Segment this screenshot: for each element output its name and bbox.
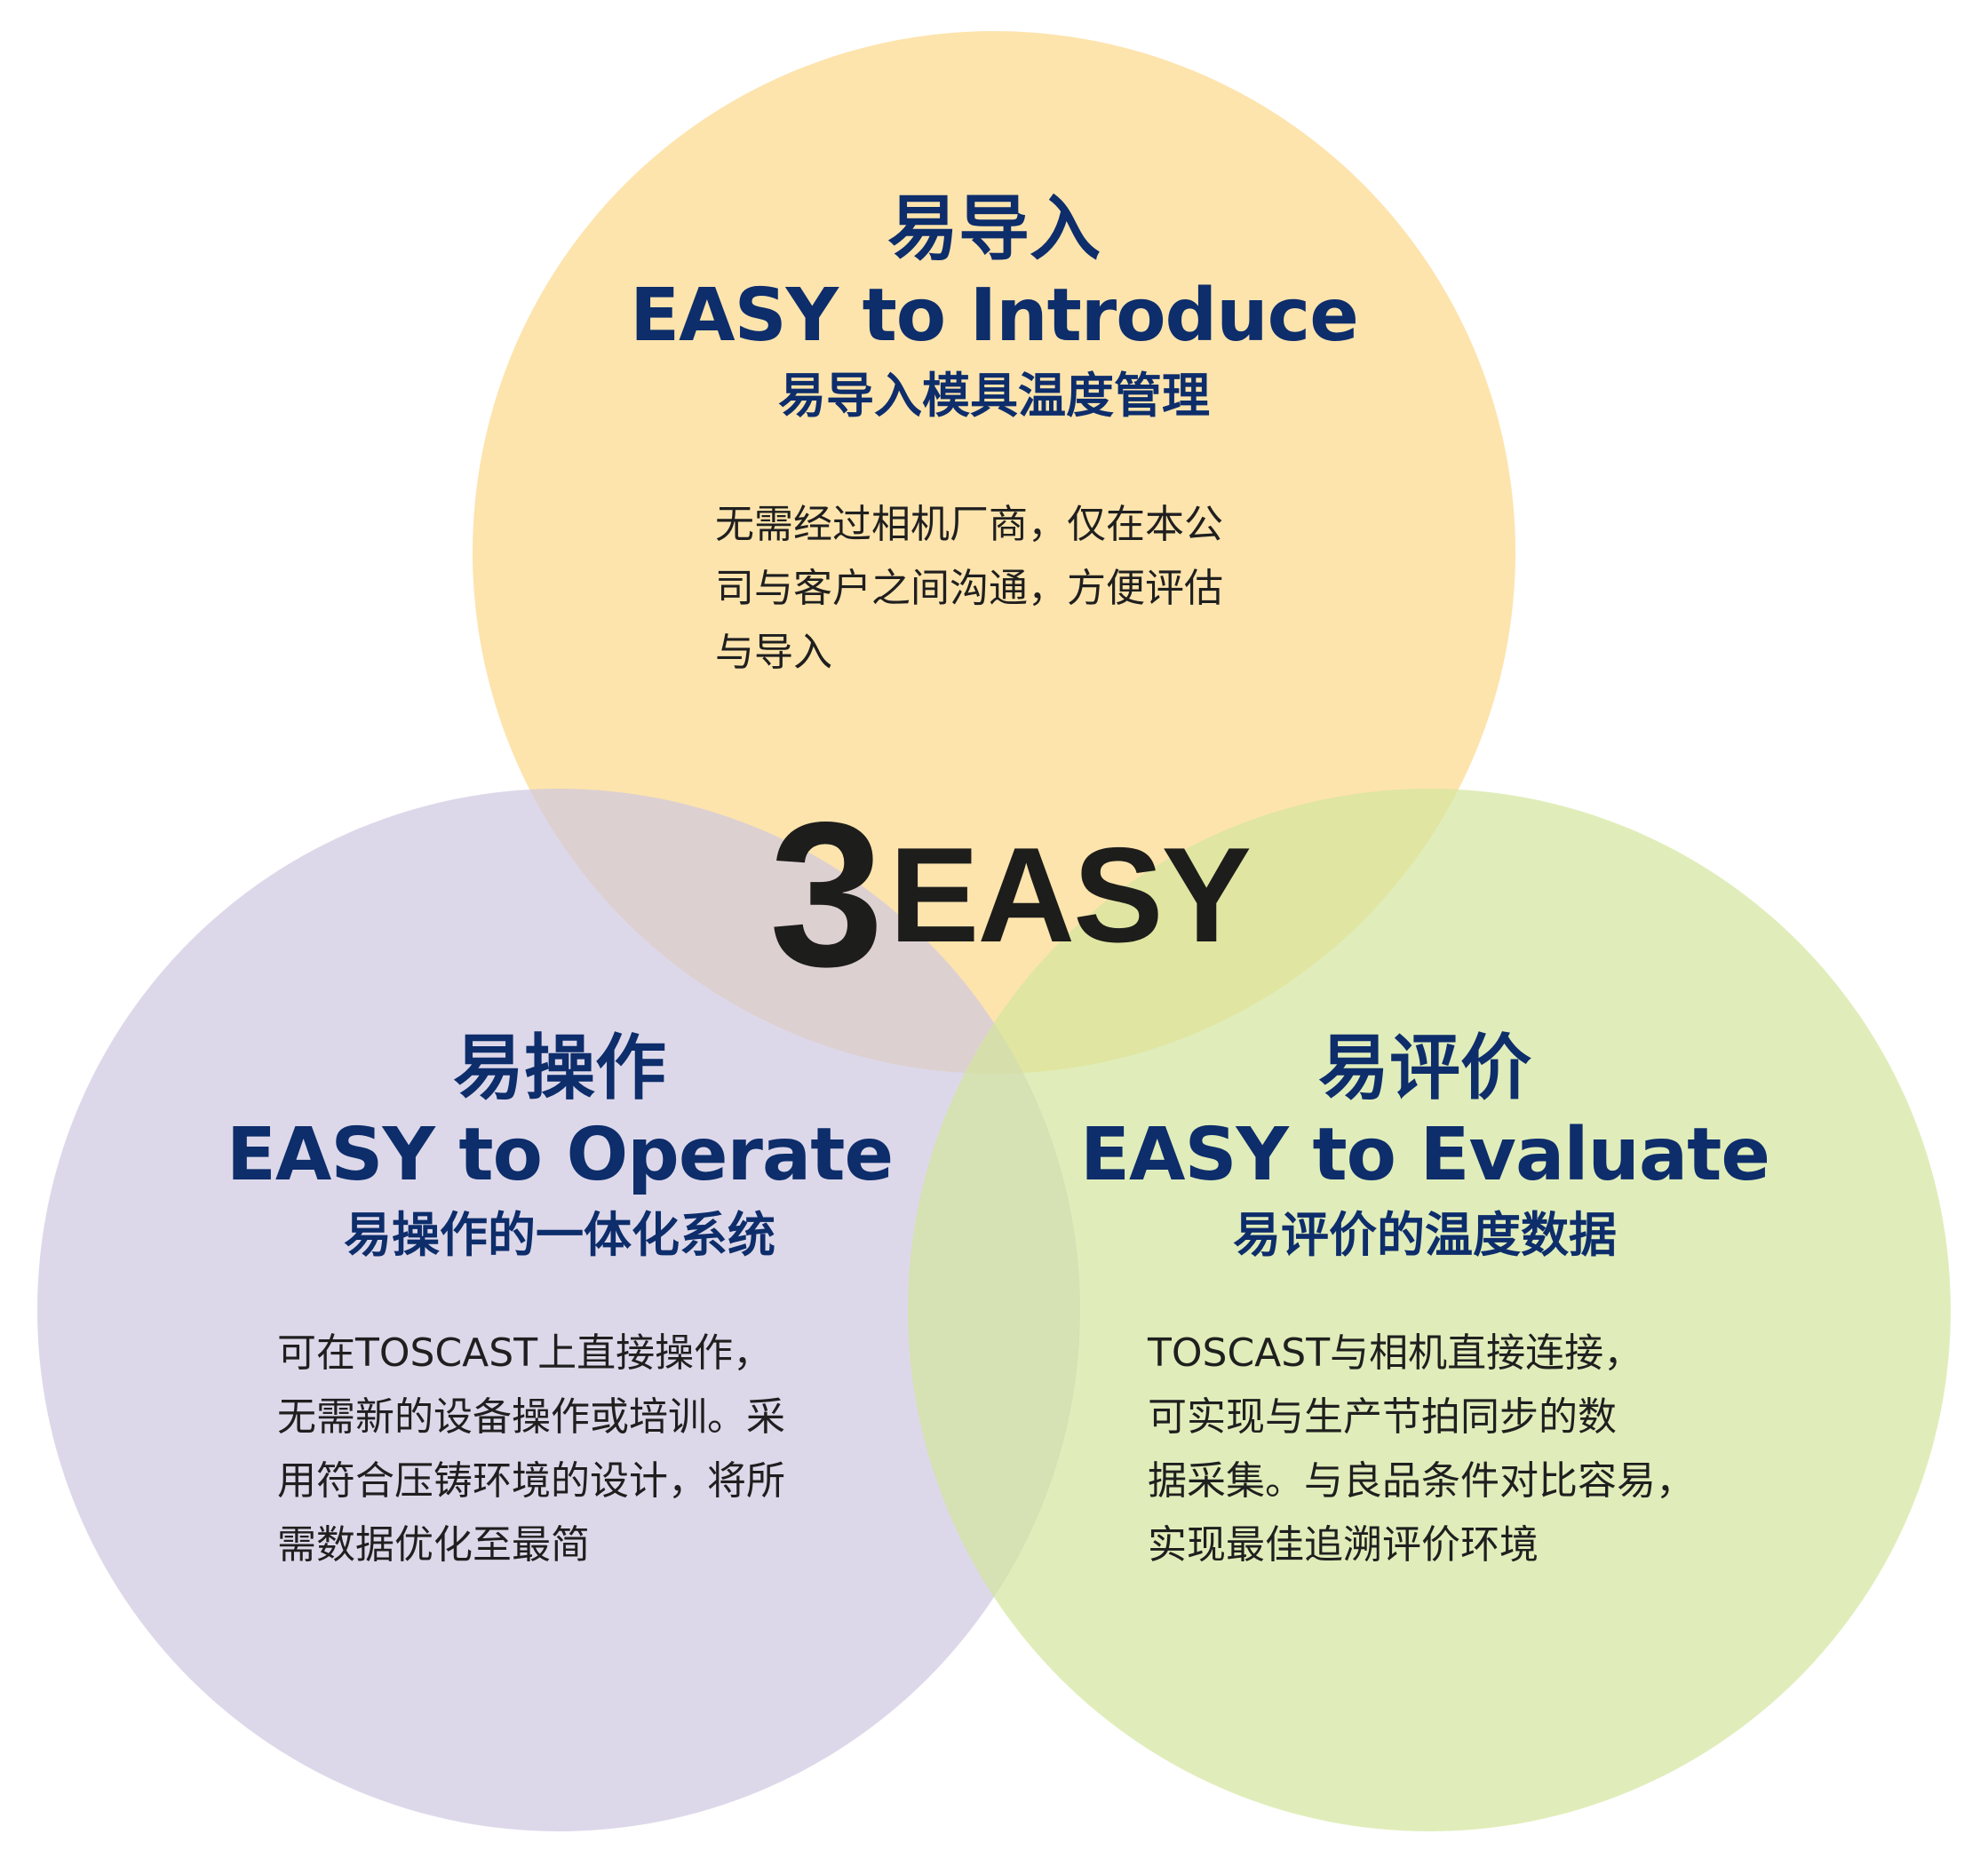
evaluate-en-title: EASY to Evaluate [1080, 1113, 1770, 1197]
evaluate-cn-title: 易评价 [1318, 1027, 1531, 1109]
operate-description-line: 用符合压铸环境的设计，将所 [277, 1458, 785, 1504]
evaluate-heading-group: 易评价 EASY to Evaluate 易评价的温度数据 [936, 1026, 1913, 1271]
circle-operate [37, 789, 1080, 1831]
operate-heading-group: 易操作 EASY to Operate 易操作的一体化系统 [71, 1026, 1048, 1271]
introduce-description-line: 无需经过相机厂商，仅在本公 [715, 502, 1223, 547]
operate-cn-title: 易操作 [453, 1027, 666, 1109]
center-label: 3EASY [769, 789, 1252, 1002]
introduce-cn-title: 易导入 [887, 187, 1101, 270]
center-number: 3 [769, 780, 884, 1010]
center-word: EASY [889, 820, 1252, 971]
operate-description-line: 无需新的设备操作或培训。采 [277, 1394, 785, 1440]
introduce-description-line: 司与客户之间沟通，方便评估 [715, 566, 1223, 611]
operate-en-title: EASY to Operate [226, 1113, 894, 1197]
evaluate-description-line: 实现最佳追溯评价环境 [1148, 1522, 1539, 1568]
circle-evaluate [908, 789, 1951, 1831]
operate-cn-subtitle: 易操作的一体化系统 [344, 1207, 775, 1263]
evaluate-description-line: TOSCAST与相机直接连接， [1148, 1330, 1643, 1376]
introduce-description: 无需经过相机厂商，仅在本公 司与客户之间沟通，方便评估 与导入 [715, 493, 1223, 685]
introduce-cn-subtitle: 易导入模具温度管理 [778, 368, 1210, 424]
introduce-en-title: EASY to Introduce [630, 274, 1359, 358]
evaluate-description-line: 可实现与生产节拍同步的数 [1148, 1394, 1617, 1440]
introduce-heading-group: 易导入 EASY to Introduce 易导入模具温度管理 [505, 187, 1483, 432]
circle-introduce [473, 31, 1515, 1074]
operate-description: 可在TOSCAST上直接操作， 无需新的设备操作或培训。采 用符合压铸环境的设计… [277, 1322, 785, 1577]
introduce-description-line: 与导入 [715, 630, 832, 675]
evaluate-cn-subtitle: 易评价的温度数据 [1233, 1207, 1617, 1263]
evaluate-description-line: 据采集。与良品条件对比容易， [1148, 1458, 1695, 1504]
operate-description-line: 可在TOSCAST上直接操作， [277, 1330, 773, 1376]
operate-description-line: 需数据优化至最简 [277, 1522, 590, 1568]
evaluate-description: TOSCAST与相机直接连接， 可实现与生产节拍同步的数 据采集。与良品条件对比… [1148, 1322, 1695, 1577]
